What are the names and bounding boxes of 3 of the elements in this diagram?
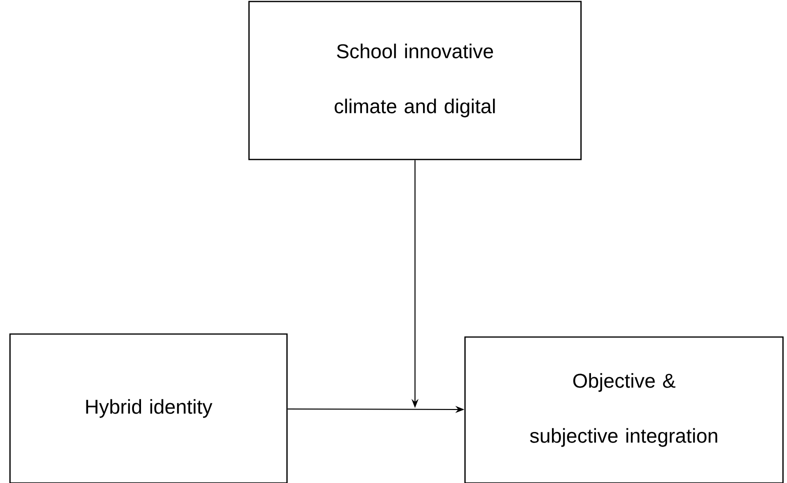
process-box: Hybrid identity — [9, 333, 288, 483]
process-box: School innovative climate and digital — [248, 0, 582, 160]
process-box: Objective & subjective integration — [464, 336, 784, 483]
